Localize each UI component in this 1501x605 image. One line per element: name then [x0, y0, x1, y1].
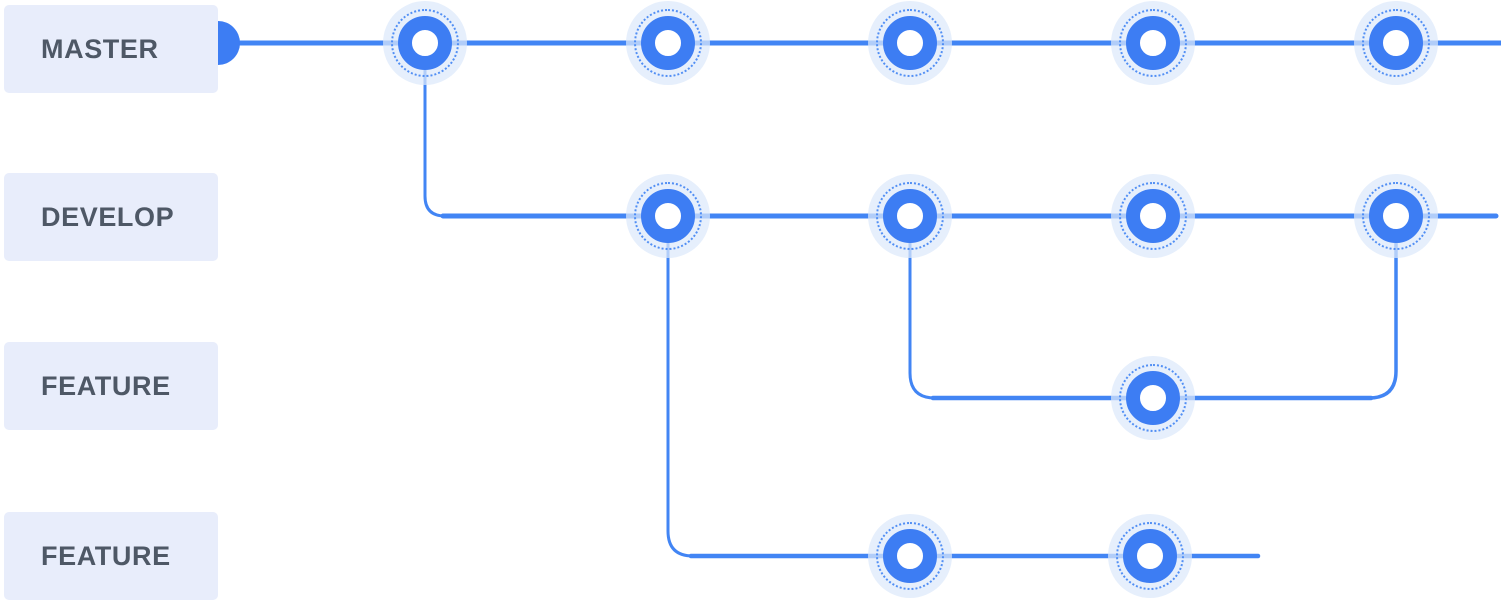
- branch-label-feature-1: FEATURE: [4, 342, 218, 430]
- connection-feature-1-to-develop: [1368, 218, 1398, 400]
- commit-core: [1369, 189, 1423, 243]
- commit-dotted-ring: [1116, 522, 1184, 590]
- commit-dotted-ring: [1362, 9, 1430, 77]
- branch-label-feature-2: FEATURE: [4, 512, 218, 600]
- commit-core: [1126, 371, 1180, 425]
- connection-develop-to-feature-1: [908, 218, 936, 400]
- commit-node-master: [383, 1, 467, 85]
- commit-dotted-ring: [876, 182, 944, 250]
- commit-dotted-ring: [1119, 364, 1187, 432]
- commit-dotted-ring: [876, 522, 944, 590]
- connection-develop-to-feature-2: [666, 218, 694, 558]
- commit-core: [398, 16, 452, 70]
- commit-node-master: [1111, 1, 1195, 85]
- commit-core: [641, 16, 695, 70]
- commit-core: [1126, 16, 1180, 70]
- commit-node-develop: [1111, 174, 1195, 258]
- commit-core: [1126, 189, 1180, 243]
- commit-node-master: [868, 1, 952, 85]
- branch-label-text: FEATURE: [41, 370, 171, 401]
- commit-dotted-ring: [1119, 182, 1187, 250]
- commit-node-master: [1354, 1, 1438, 85]
- commit-dotted-ring: [1362, 182, 1430, 250]
- commit-node-feature-2: [868, 514, 952, 598]
- commit-dotted-ring: [634, 9, 702, 77]
- commit-dotted-ring: [1119, 9, 1187, 77]
- branch-label-develop: DEVELOP: [4, 173, 218, 261]
- commit-core: [641, 189, 695, 243]
- commit-node-develop: [1354, 174, 1438, 258]
- commit-core: [1123, 529, 1177, 583]
- commit-node-feature-2: [1108, 514, 1192, 598]
- commit-node-feature-1: [1111, 356, 1195, 440]
- commit-node-develop: [868, 174, 952, 258]
- branch-label-master: MASTER: [4, 5, 218, 93]
- commit-core: [883, 189, 937, 243]
- commit-dotted-ring: [391, 9, 459, 77]
- commit-node-master: [626, 1, 710, 85]
- commit-core: [1369, 16, 1423, 70]
- commit-core: [883, 16, 937, 70]
- commit-dotted-ring: [876, 9, 944, 77]
- commit-node-develop: [626, 174, 710, 258]
- branch-label-text: FEATURE: [41, 540, 171, 571]
- branch-label-text: MASTER: [41, 33, 159, 64]
- branch-label-text: DEVELOP: [41, 201, 175, 232]
- commit-dotted-ring: [634, 182, 702, 250]
- commit-core: [883, 529, 937, 583]
